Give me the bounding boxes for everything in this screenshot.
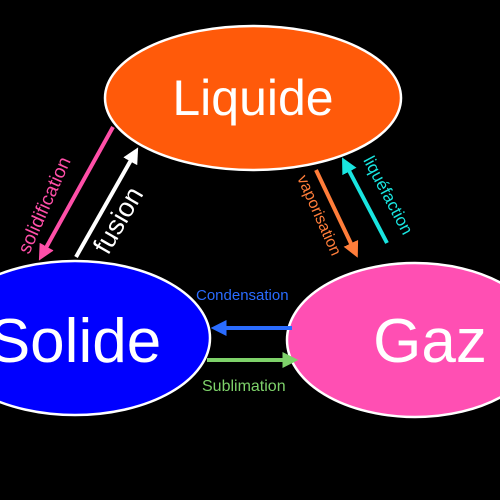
- liquid-state-node: [103, 24, 403, 172]
- solid-label: Solide: [0, 307, 161, 376]
- gas-state-node: [285, 261, 500, 419]
- liquefaction-arrow: [342, 157, 389, 244]
- vaporisation-arrow: [314, 169, 359, 258]
- solidification-arrow: [38, 126, 115, 261]
- fusion-arrow: [74, 147, 139, 258]
- solid-state-node: [0, 259, 212, 417]
- sublimation-label: Sublimation: [202, 378, 286, 395]
- condensation-label: Condensation: [196, 287, 289, 304]
- liquid-label: Liquide: [172, 70, 333, 126]
- liquefaction-label: liquéfaction: [359, 153, 416, 238]
- gas-label: Gaz: [373, 307, 487, 376]
- solidification-label: solidification: [14, 154, 75, 257]
